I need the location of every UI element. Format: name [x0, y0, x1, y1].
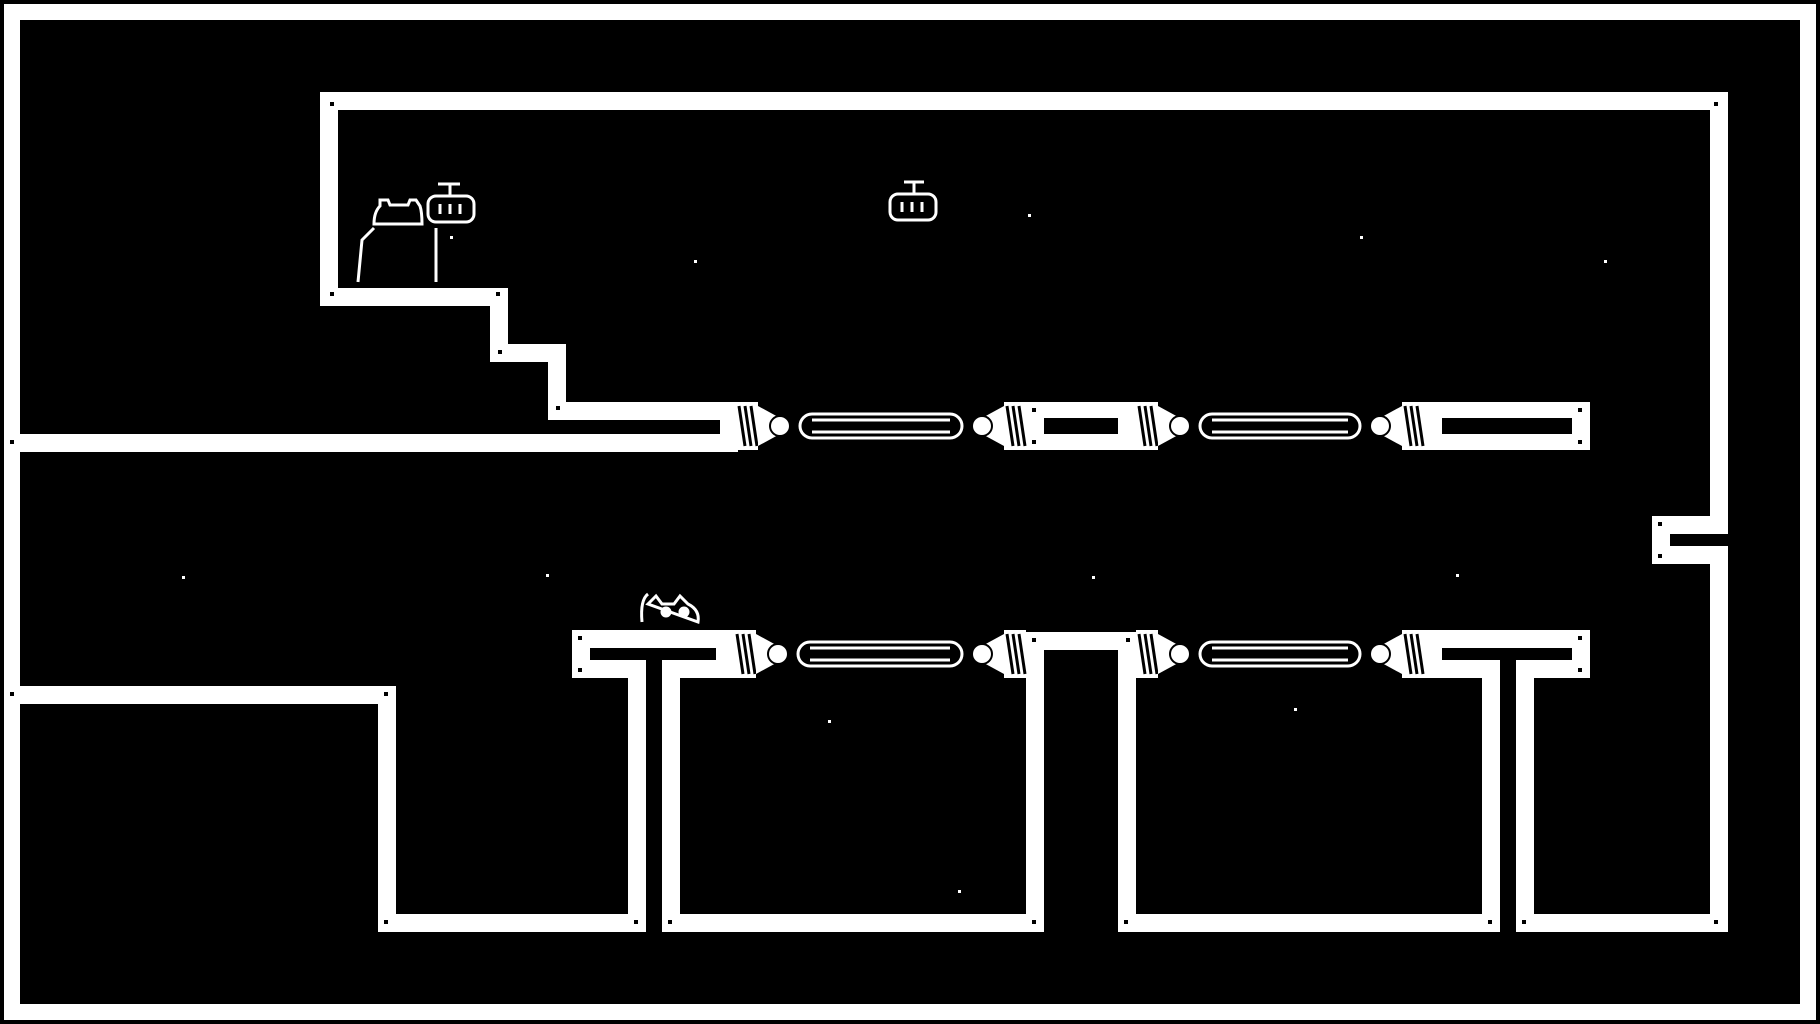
lower-structure-walls: [4, 630, 1728, 932]
star: [182, 576, 185, 579]
star: [694, 260, 697, 263]
star: [450, 236, 453, 239]
cat-on-ledge[interactable]: [640, 592, 700, 625]
flying-gizmo-upper-left[interactable]: [426, 182, 476, 224]
star: [546, 574, 549, 577]
star: [828, 720, 831, 723]
piston-bridge-bottom-1: [734, 630, 1027, 678]
flying-gizmo-center[interactable]: [888, 180, 938, 222]
cat-outline-on-stilts[interactable]: [356, 198, 438, 283]
star: [1604, 260, 1607, 263]
upper-chamber-walls: [4, 92, 1728, 932]
outer-frame: [4, 4, 1816, 1020]
star: [1456, 574, 1459, 577]
star: [1294, 708, 1297, 711]
rivets: [10, 102, 1718, 924]
piston-bridge-top-2: [1136, 402, 1425, 450]
star: [1028, 214, 1031, 217]
star: [1360, 236, 1363, 239]
piston-bridges: [734, 402, 1425, 678]
piston-bridge-bottom-2: [1136, 630, 1425, 678]
piston-bridge-top-1: [736, 402, 1027, 450]
star: [1092, 576, 1095, 579]
star-field: [182, 214, 1607, 893]
upper-blocks: [1026, 402, 1590, 450]
star: [958, 890, 961, 893]
